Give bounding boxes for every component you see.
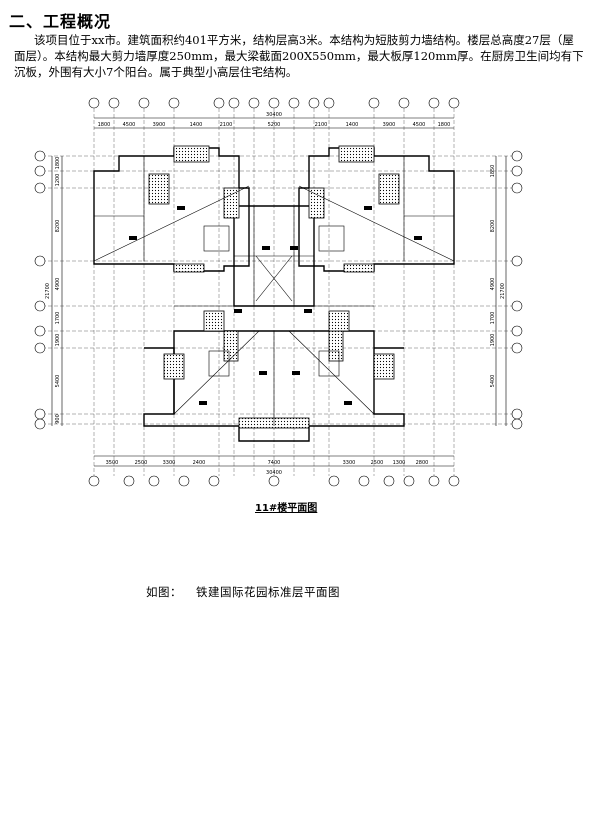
top-dim: 4500 [413,122,426,128]
left-dim: 1900 [55,334,61,347]
top-dim: 1400 [190,122,203,128]
top-dim: 1400 [346,122,359,128]
floor-plan-drawing: 1800 4500 3900 1400 2100 5200 2100 1400 … [34,97,523,487]
figure-caption: 如图： 铁建国际花园标准层平面图 [146,584,340,600]
bottom-dim: 3500 [106,460,119,466]
bottom-dim: 2500 [371,460,384,466]
right-dim: 1900 [490,334,496,347]
left-dim: 900 [55,414,61,424]
bottom-total-dim: 30400 [266,470,282,476]
left-dim: 1800 [55,157,61,170]
bottom-dim: 1300 [393,460,406,466]
drawing-title: 11#楼平面图 [255,503,318,514]
caption-text: 铁建国际花园标准层平面图 [196,585,340,599]
top-dim: 5200 [268,122,281,128]
right-dim: 8200 [490,220,496,233]
left-dim: 5400 [55,375,61,388]
left-dim: 4900 [55,278,61,291]
left-total-dim: 21700 [45,283,51,299]
top-dim: 1800 [98,122,111,128]
top-dim: 4500 [123,122,136,128]
bottom-dim: 7400 [268,460,281,466]
right-dim: 5400 [490,375,496,388]
project-overview-paragraph: 该项目位于xx市。建筑面积约401平方米，结构层高3米。本结构为短肢剪力墙结构。… [14,33,584,79]
section-heading: 二、工程概况 [9,12,112,31]
top-dim: 2100 [315,122,328,128]
right-dim: 4900 [490,278,496,291]
left-dim: 1700 [55,312,61,325]
bottom-dim: 2800 [416,460,429,466]
top-dim: 2100 [220,122,233,128]
bottom-dim: 2500 [135,460,148,466]
top-dim: 3900 [153,122,166,128]
left-dim: 8200 [55,220,61,233]
right-dim: 1850 [490,165,496,178]
left-dim: 1200 [55,174,61,187]
right-dim: 1700 [490,312,496,325]
top-total-dim: 30400 [266,112,282,118]
caption-prefix: 如图： [146,585,182,599]
bottom-dim: 3300 [343,460,356,466]
right-total-dim: 21700 [500,283,506,299]
bottom-dim: 2400 [193,460,206,466]
bottom-dim: 3300 [163,460,176,466]
top-dim: 3900 [383,122,396,128]
top-dim: 1800 [438,122,451,128]
